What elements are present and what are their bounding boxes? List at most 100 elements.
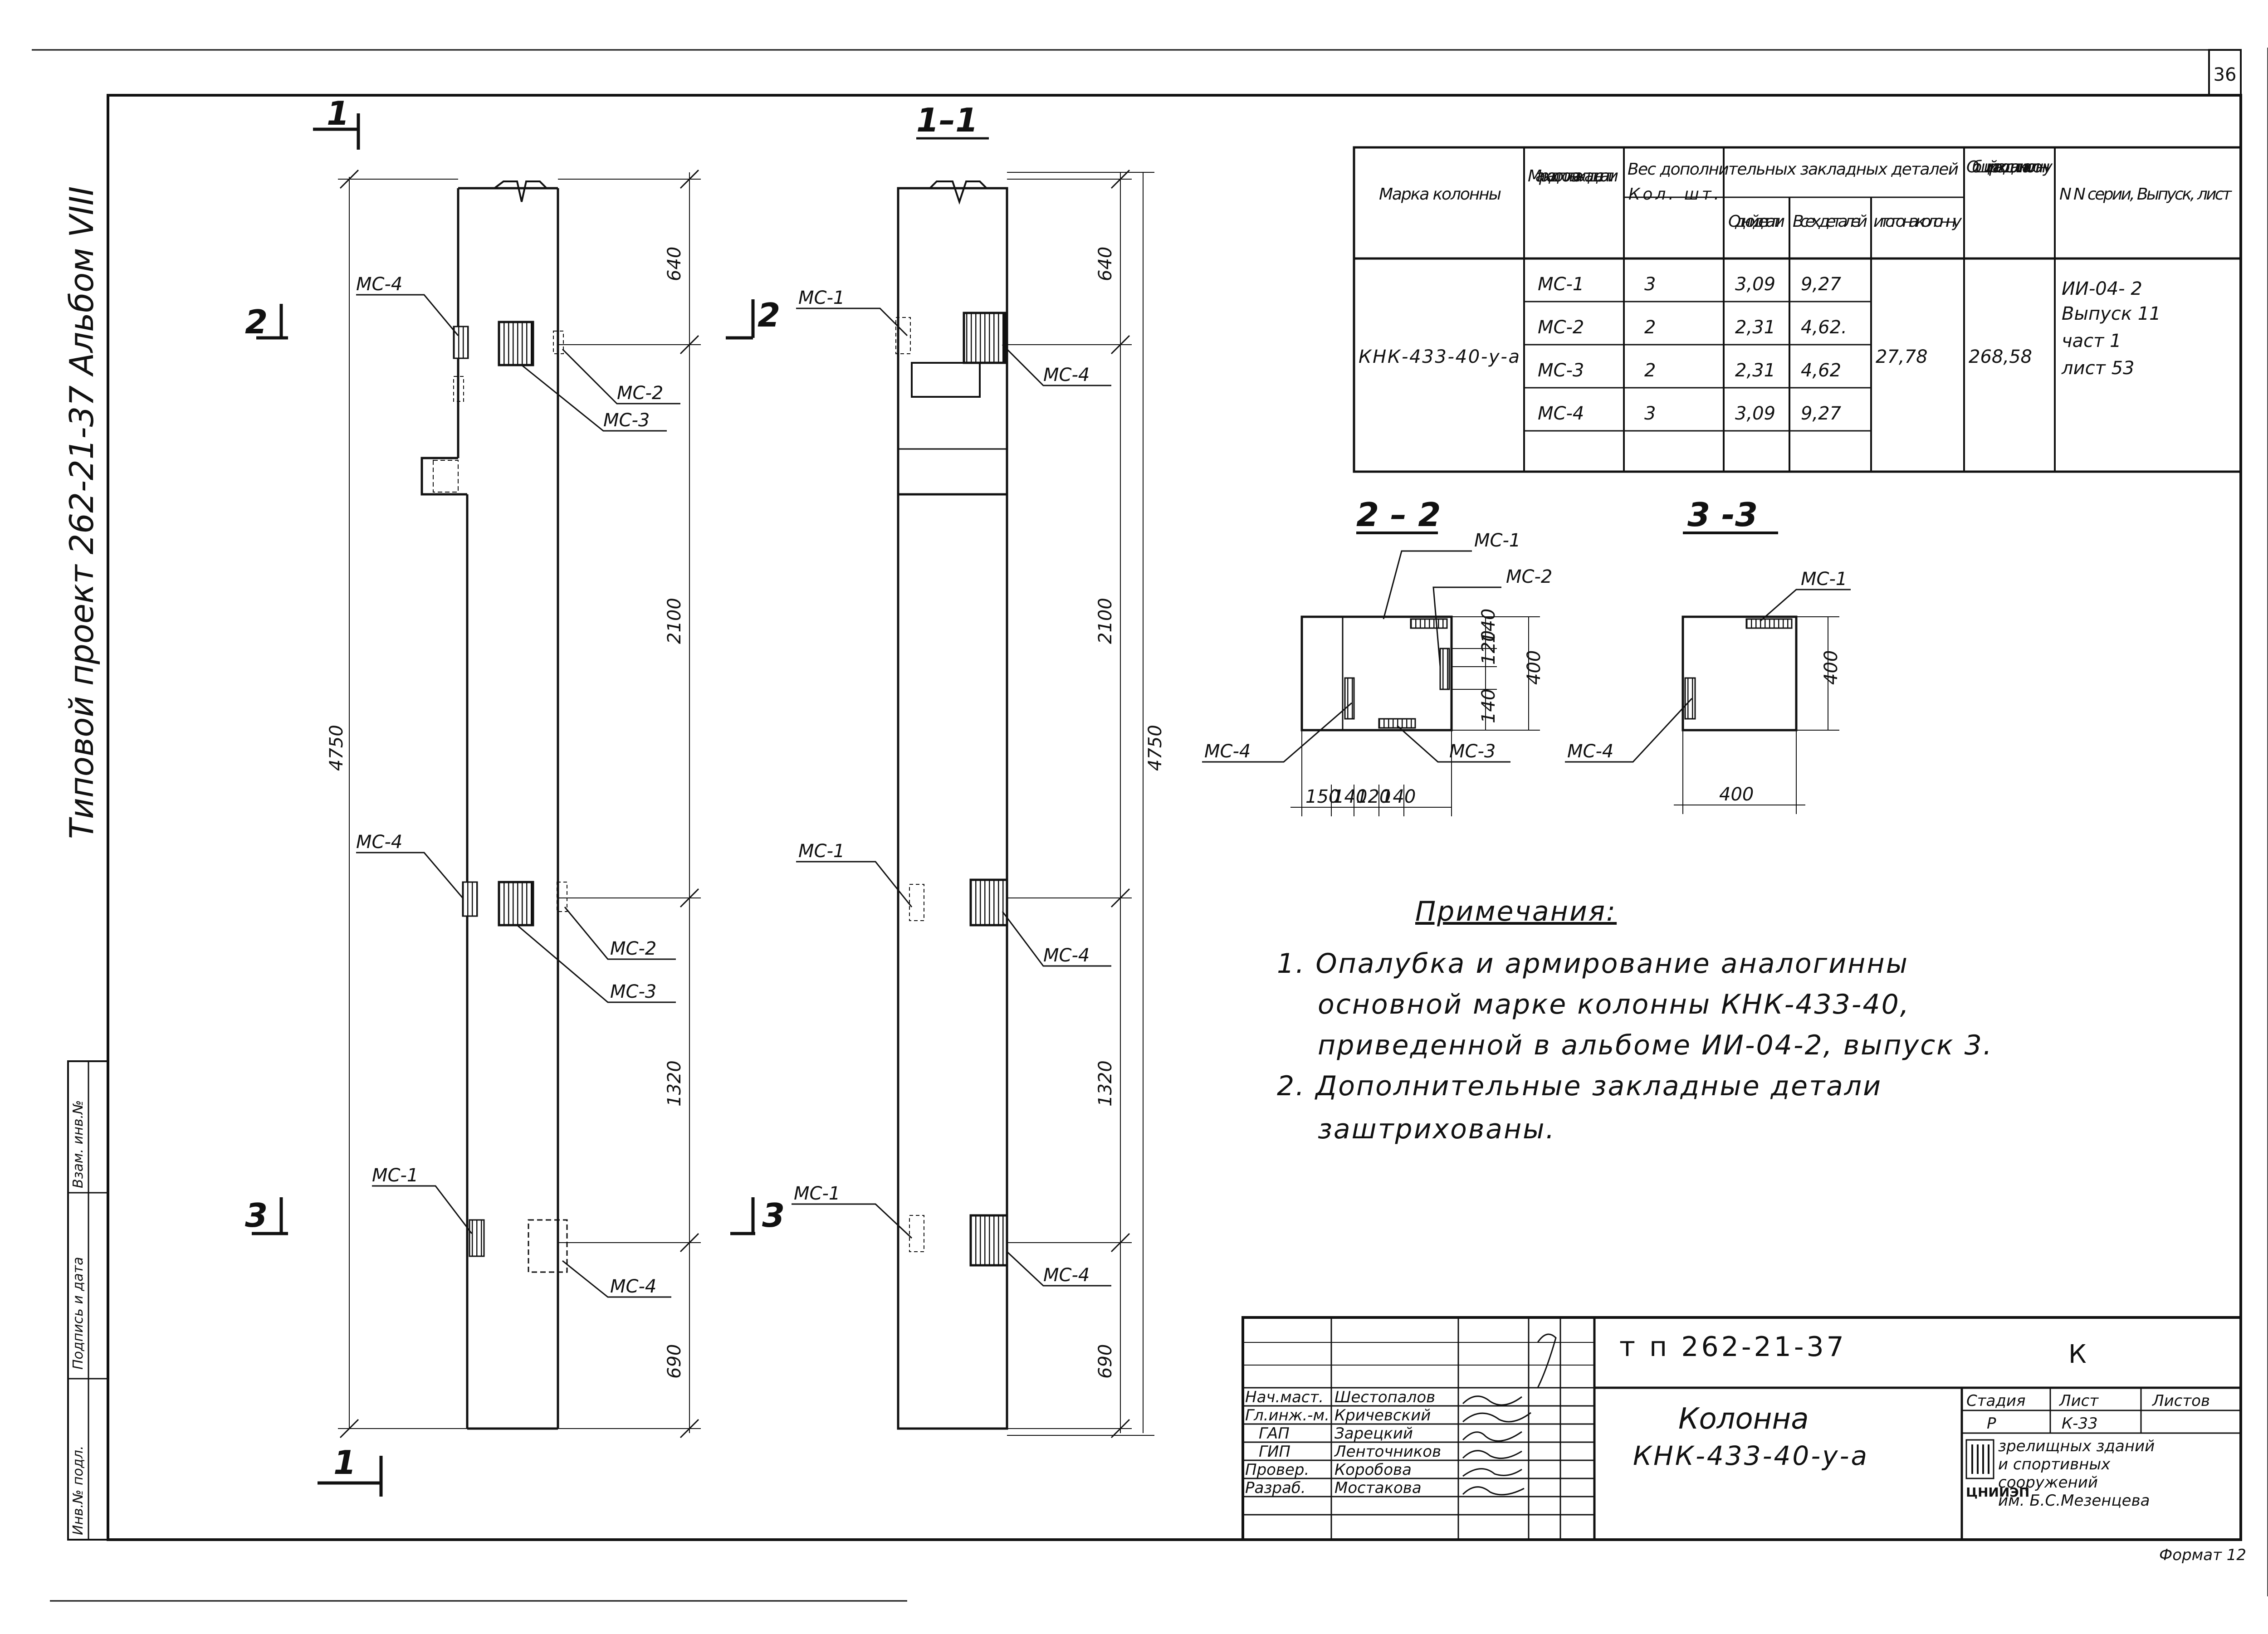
- sec22-label-mc1: МС-1: [1474, 530, 1520, 551]
- notes-title: Примечания:: [1415, 896, 1617, 927]
- row4-part: МС-4: [1538, 403, 1584, 424]
- tb-letter: К: [2068, 1340, 2087, 1369]
- staff-name-5: Коробова: [1334, 1461, 1412, 1479]
- row2-qty: 2: [1644, 317, 1656, 338]
- section-3-3-title: 3 -3: [1687, 496, 1758, 534]
- side-title: Типовой проект 262-21-37 Альбом VIII: [63, 186, 101, 839]
- sec11-dim-4750: 4750: [1145, 725, 1166, 771]
- elev-dim-overall: 4750: [326, 725, 347, 771]
- row3-all: 4,62: [1801, 360, 1841, 381]
- sec11-label-mc1-bot: МС-1: [794, 1183, 840, 1204]
- row3-part: МС-3: [1538, 360, 1584, 381]
- table-row: МС-3 2 2,31 4,62: [1538, 360, 1841, 381]
- sec11-dim-690: 690: [1095, 1344, 1116, 1379]
- tb-org-2: и спортивных: [1998, 1455, 2111, 1473]
- staff-role-2: Гл.инж.-м.: [1245, 1406, 1330, 1424]
- sec11-label-mc1-top: МС-1: [798, 288, 845, 308]
- staff-role-4: ГИП: [1259, 1443, 1290, 1461]
- tb-stage-label: Стадия: [1966, 1392, 2025, 1410]
- tb-org-logo: ЦНИИЭП: [1966, 1485, 2029, 1500]
- staff-role-1: Нач.маст.: [1245, 1388, 1324, 1406]
- th-steel: Общий расход стали на колонну: [1966, 158, 2053, 176]
- row4-one: 3,09: [1735, 403, 1775, 424]
- binding-sign: Подпись и дата: [70, 1257, 86, 1370]
- note-line-5: заштрихованы.: [1318, 1113, 1556, 1145]
- elev-label-mc3-top: МС-3: [603, 410, 650, 431]
- th-all: Всех деталей: [1793, 212, 1867, 231]
- sec11-label-mc4-bot: МС-4: [1043, 1265, 1090, 1286]
- row1-all: 9,27: [1801, 274, 1842, 295]
- sec22-dim-140a: 140: [1478, 609, 1499, 643]
- sec22-dim-140b: 140: [1478, 689, 1499, 723]
- elev-label-mc3-mid: МС-3: [610, 981, 656, 1002]
- sec22-dim-150: 150: [1305, 786, 1340, 807]
- staff-role-6: Разраб.: [1245, 1479, 1306, 1497]
- title-block: [1242, 1316, 2242, 1541]
- elev-cut-3-left: 3: [245, 1196, 268, 1234]
- tb-org-3: сооружений: [1998, 1473, 2098, 1492]
- staff-name-1: Шестопалов: [1334, 1388, 1435, 1406]
- row1-part: МС-1: [1538, 274, 1584, 295]
- sec22-dim-140c: 140: [1333, 786, 1367, 807]
- table-total: 27,78: [1876, 346, 1928, 367]
- elev-dim-2100: 2100: [664, 598, 685, 644]
- th-weight: Вес дополнительных закладных деталей: [1628, 160, 1959, 179]
- th-mark: Марка колонны: [1379, 185, 1501, 204]
- notes: Примечания: 1. Опалубка и армирование ан…: [1277, 896, 1993, 1145]
- table-series-1: ИИ-04- 2: [2062, 278, 2142, 299]
- staff-role-3: ГАП: [1259, 1424, 1290, 1443]
- sec11-label-mc4-mid: МС-4: [1043, 945, 1090, 966]
- sec11-label-mc1-mid: МС-1: [798, 841, 845, 862]
- sheet-frame: [32, 48, 2268, 1602]
- table-series-4: лист 53: [2061, 358, 2134, 379]
- elev-cut-2-left: 2: [245, 303, 268, 341]
- sec33-dim-400-v: 400: [1821, 650, 1842, 685]
- staff-role-5: Провер.: [1245, 1461, 1309, 1479]
- row2-all: 4,62.: [1801, 317, 1847, 338]
- sec22-dim-120b: 120: [1356, 786, 1391, 807]
- section-2-2: [1202, 532, 1540, 816]
- elev-cut-1-bottom: 1: [333, 1444, 356, 1482]
- tb-project: т п 262-21-37: [1619, 1331, 1847, 1363]
- tb-name: Колонна: [1678, 1402, 1809, 1436]
- sec22-label-mc3: МС-3: [1449, 741, 1496, 762]
- tb-sheet-label: Лист: [2058, 1392, 2099, 1410]
- staff-list: Нач.маст. Шестопалов Гл.инж.-м. Кричевск…: [1245, 1388, 1441, 1497]
- elev-cut-1-top: 1: [327, 94, 349, 132]
- th-series: N N серии, Выпуск, лист: [2059, 185, 2232, 204]
- binding-replace: Взам. инв.№: [70, 1100, 86, 1188]
- sec11-dim-2100: 2100: [1095, 598, 1116, 644]
- elev-label-mc4-mid: МС-4: [356, 832, 402, 853]
- table-header: Марка колонны Марка дополн. закладн. ста…: [1379, 158, 2232, 231]
- note-line-3: приведенной в альбоме ИИ-04-2, выпуск 3.: [1318, 1029, 1993, 1061]
- tb-sheets-label: Листов: [2151, 1392, 2210, 1410]
- elev-label-mc4-top: МС-4: [356, 274, 402, 295]
- row3-one: 2,31: [1735, 360, 1775, 381]
- row4-all: 9,27: [1801, 403, 1842, 424]
- column-elevation: [252, 113, 755, 1497]
- th-total: итого на колонну: [1873, 212, 1962, 231]
- th-part: Марка дополн. закладн. стали: [1528, 167, 1618, 185]
- tb-org-1: зрелищных зданий: [1998, 1437, 2155, 1455]
- sec11-label-mc4-top: МС-4: [1043, 365, 1090, 385]
- row3-qty: 2: [1644, 360, 1656, 381]
- steel-table: [1353, 146, 2242, 473]
- elev-dim-bottom: 690: [664, 1344, 685, 1379]
- elev-cut-2-right: 2: [758, 296, 780, 334]
- section-1-1: [792, 137, 1154, 1439]
- section-1-1-title: 1–1: [916, 101, 978, 139]
- section-2-2-title: 2 – 2: [1356, 496, 1441, 534]
- table-series-3: част 1: [2062, 331, 2121, 351]
- table-series-2: Выпуск 11: [2062, 303, 2161, 324]
- row2-part: МС-2: [1538, 317, 1584, 338]
- section-3-3: [1565, 532, 1851, 814]
- row4-qty: 3: [1644, 403, 1656, 424]
- row1-qty: 3: [1644, 274, 1656, 295]
- tb-stage: Р: [1987, 1415, 1996, 1433]
- table-row: МС-2 2 2,31 4,62.: [1538, 317, 1847, 338]
- elev-label-mc2-mid: МС-2: [610, 938, 656, 959]
- sec22-dim-120: 120: [1478, 630, 1499, 665]
- table-row: МС-4 3 3,09 9,27: [1538, 403, 1842, 424]
- tb-sheet: К-33: [2062, 1415, 2098, 1433]
- elev-label-mc2-top: МС-2: [617, 383, 663, 404]
